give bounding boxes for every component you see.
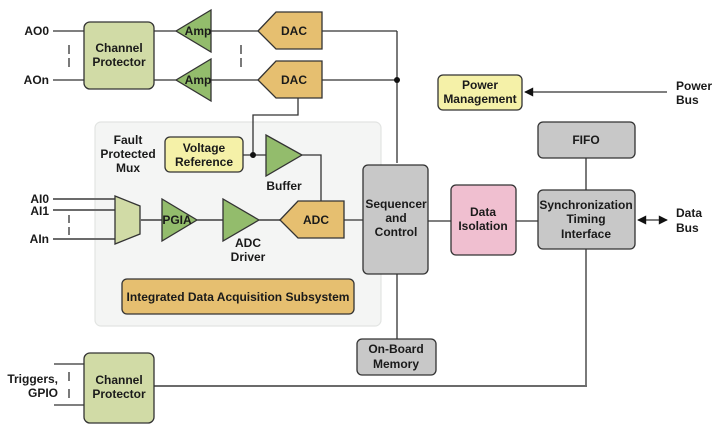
ao0-label: AO0 <box>24 24 49 38</box>
adc-driver-label-2: Driver <box>231 250 266 264</box>
sync-label-2: Timing <box>566 212 605 226</box>
ain-label: AIn <box>30 232 49 246</box>
memory-label-2: Memory <box>373 357 419 371</box>
amp-triangle-n <box>174 57 212 103</box>
adc-label: ADC <box>303 213 329 227</box>
data-isolation-label-1: Data <box>470 205 496 219</box>
channel-protector-output-label-2: Protector <box>92 55 146 69</box>
triggers-label-2: GPIO <box>28 386 58 400</box>
buffer-amp <box>265 133 304 178</box>
sequencer-control <box>362 164 429 275</box>
aon-label: AOn <box>24 73 49 87</box>
data-bus-label-2: Bus <box>676 221 699 235</box>
data-isolation-label-2: Isolation <box>458 219 507 233</box>
power-bus-label-2: Bus <box>676 93 699 107</box>
fifo <box>537 121 636 159</box>
buffer-label: Buffer <box>266 179 302 193</box>
triggers-label-1: Triggers, <box>7 372 58 386</box>
dac-n <box>257 60 323 99</box>
adc-driver-label-1: ADC <box>235 236 261 250</box>
power-management-label-1: Power <box>462 78 498 92</box>
amp-label-0: Amp <box>185 24 212 38</box>
amp-label-n: Amp <box>185 73 212 87</box>
dac-label-0: DAC <box>281 24 307 38</box>
channel-protector-output <box>83 21 155 90</box>
pgia-label: PGIA <box>162 213 192 227</box>
adc-driver-amp <box>222 197 261 243</box>
channel-protector-output-label-1: Channel <box>95 41 142 55</box>
channel-protector-triggers <box>83 352 155 424</box>
dac-0 <box>257 11 323 50</box>
sequencer-label-3: Control <box>375 225 418 239</box>
junction-dot <box>250 152 256 158</box>
voltage-reference-label-1: Voltage <box>183 141 226 155</box>
fifo-label: FIFO <box>572 133 599 147</box>
subsystem-title-box <box>121 278 355 315</box>
mux-label-1: Fault <box>114 133 143 147</box>
sync-timing-interface <box>537 189 636 250</box>
sequencer-label-2: and <box>385 211 406 225</box>
dac-label-n: DAC <box>281 73 307 87</box>
on-board-memory <box>356 338 437 376</box>
ai0-label: AI0 <box>30 192 49 206</box>
voltage-reference <box>164 136 244 173</box>
mux-label-3: Mux <box>116 161 140 175</box>
sequencer-label-1: Sequencer <box>365 197 427 211</box>
channel-protector-triggers-label-1: Channel <box>95 373 142 387</box>
sync-label-3: Interface <box>561 227 611 241</box>
data-bus-label-1: Data <box>676 206 702 220</box>
voltage-reference-label-2: Reference <box>175 155 233 169</box>
pgia-amp <box>161 197 199 243</box>
junction-dot <box>394 77 400 83</box>
ai1-label: AI1 <box>30 204 49 218</box>
memory-label-1: On-Board <box>368 342 423 356</box>
power-management-label-2: Management <box>443 92 516 106</box>
mux-label-2: Protected <box>100 147 155 161</box>
fault-protected-mux <box>114 195 141 245</box>
channel-protector-triggers-label-2: Protector <box>92 387 146 401</box>
sync-label-1: Synchronization <box>539 198 632 212</box>
amp-triangle-0 <box>174 8 212 54</box>
ellipsis-separator <box>68 45 242 67</box>
power-management <box>437 74 523 111</box>
data-isolation <box>450 184 517 256</box>
subsystem-title: Integrated Data Acquisition Subsystem <box>127 290 350 304</box>
power-bus-label-1: Power <box>676 79 712 93</box>
